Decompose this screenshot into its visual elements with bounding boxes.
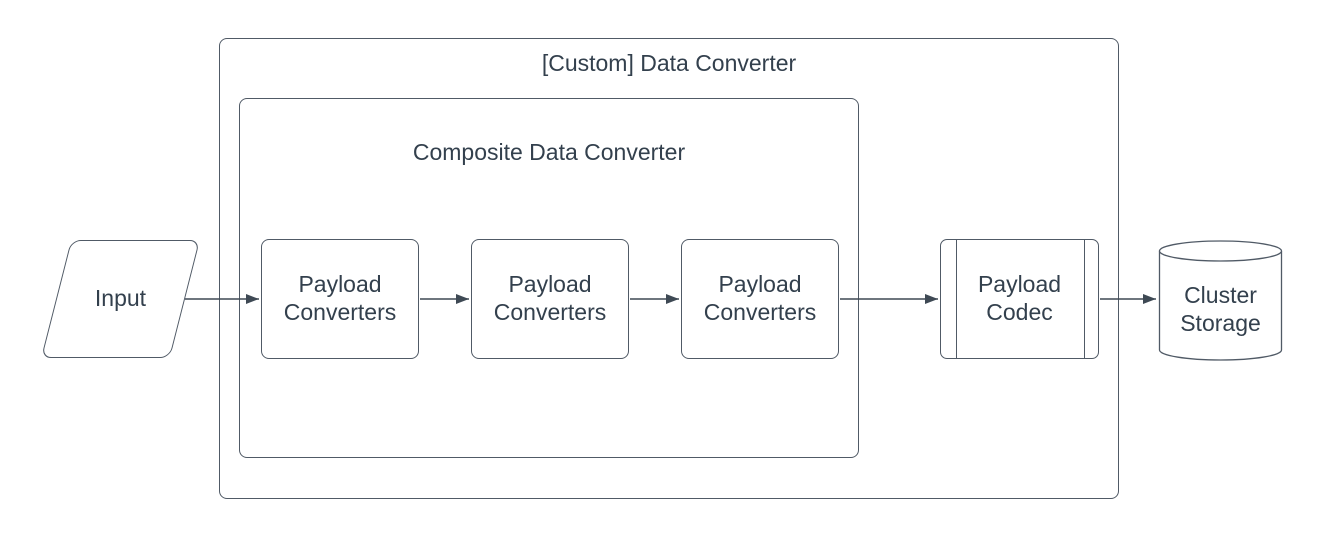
payload-converters-label-2: Payload Converters — [493, 271, 607, 325]
payload-converters-node-1: Payload Converters — [261, 239, 419, 359]
payload-converters-label-1: Payload Converters — [283, 271, 397, 325]
composite-data-converter-label: Composite Data Converter — [412, 139, 686, 165]
codec-right-divider — [1084, 240, 1085, 358]
payload-converters-node-3: Payload Converters — [681, 239, 839, 359]
composite-data-converter-group: Composite Data Converter — [239, 98, 859, 458]
custom-data-converter-group: [Custom] Data Converter — [219, 38, 1119, 499]
cluster-storage-cylinder-shape — [1158, 240, 1283, 361]
payload-codec-label: Payload Codec — [977, 271, 1062, 325]
codec-left-divider — [956, 240, 957, 358]
custom-data-converter-label: [Custom] Data Converter — [541, 50, 797, 76]
cylinder-body — [1158, 251, 1283, 361]
payload-converters-label-3: Payload Converters — [703, 271, 817, 325]
payload-codec-node: Payload Codec — [940, 239, 1099, 359]
payload-converters-node-2: Payload Converters — [471, 239, 629, 359]
cylinder-top-ellipse — [1158, 240, 1283, 262]
